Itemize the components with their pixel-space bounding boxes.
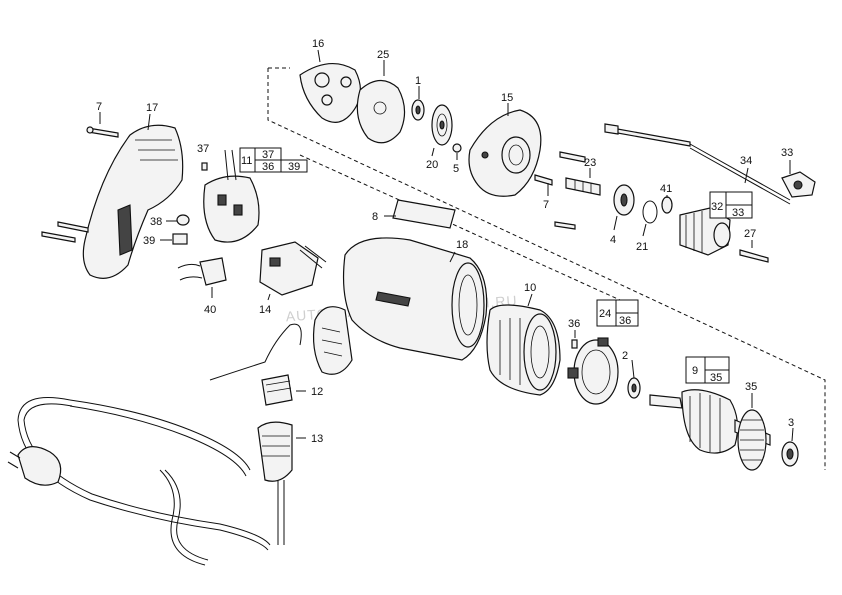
part-13-cord-sleeve bbox=[257, 421, 293, 545]
part-20-gear bbox=[431, 104, 453, 146]
label-18: 18 bbox=[456, 239, 468, 251]
box-11: 11 bbox=[241, 155, 252, 167]
part-5-ball bbox=[452, 143, 462, 153]
assembly-guide-lines bbox=[267, 67, 826, 470]
part-8-nameplate bbox=[392, 199, 456, 229]
label-25: 25 bbox=[377, 49, 389, 61]
part-34-depth-rod bbox=[604, 123, 791, 205]
label-36: 36 bbox=[568, 318, 580, 330]
label-12: 12 bbox=[311, 386, 323, 398]
brush-holder-ring bbox=[567, 337, 619, 405]
label-1: 1 bbox=[415, 75, 421, 87]
label-14: 14 bbox=[259, 304, 271, 316]
ref-box-24-36: 24 36 bbox=[596, 299, 639, 327]
label-2: 2 bbox=[622, 350, 628, 362]
label-35: 35 bbox=[745, 381, 757, 393]
label-21: 21 bbox=[636, 241, 648, 253]
label-17: 17 bbox=[146, 102, 158, 114]
box-36: 36 bbox=[262, 161, 274, 173]
box-39: 39 bbox=[288, 161, 300, 173]
box-9: 9 bbox=[692, 365, 698, 377]
part-7-screw bbox=[86, 126, 119, 138]
handle-screws bbox=[41, 221, 89, 243]
box-33: 33 bbox=[732, 207, 744, 219]
part-37-pin bbox=[201, 162, 208, 171]
part-39-clip bbox=[172, 233, 188, 245]
label-7b: 7 bbox=[543, 199, 549, 211]
label-16: 16 bbox=[312, 38, 324, 50]
power-cord bbox=[17, 397, 271, 566]
label-41: 41 bbox=[660, 183, 672, 195]
label-5: 5 bbox=[453, 163, 459, 175]
part-3-bearing bbox=[781, 441, 799, 467]
label-37: 37 bbox=[197, 143, 209, 155]
part-4-bearing bbox=[613, 184, 635, 216]
label-10: 10 bbox=[524, 282, 536, 294]
label-8: 8 bbox=[372, 211, 378, 223]
ref-box-32-33: 32 33 bbox=[709, 191, 753, 219]
label-13: 13 bbox=[311, 433, 323, 445]
part-14-switch bbox=[259, 241, 327, 296]
drill-chuck bbox=[679, 207, 731, 256]
part-2-bearing bbox=[627, 377, 641, 399]
label-39: 39 bbox=[143, 235, 155, 247]
switch-brush-assembly bbox=[203, 149, 260, 243]
part-15-gear-housing bbox=[468, 109, 542, 197]
part-38-nut bbox=[176, 214, 190, 226]
part-27-bolt bbox=[739, 249, 769, 263]
part-1-bearing bbox=[411, 99, 425, 121]
box-37: 37 bbox=[262, 149, 274, 161]
ref-box-9-35: 9 35 bbox=[685, 356, 730, 384]
part-36-pin bbox=[571, 339, 578, 349]
ref-box-37-11-36-39: 11 37 36 39 bbox=[239, 147, 308, 173]
part-18-motor-housing bbox=[312, 237, 488, 375]
label-7a: 7 bbox=[96, 101, 102, 113]
part-17-handle-half bbox=[82, 124, 184, 279]
label-34: 34 bbox=[740, 155, 752, 167]
part-12-cord-protector bbox=[209, 323, 302, 406]
label-40: 40 bbox=[204, 304, 216, 316]
label-15: 15 bbox=[501, 92, 513, 104]
power-plug bbox=[7, 446, 62, 486]
label-20: 20 bbox=[426, 159, 438, 171]
box-24: 24 bbox=[599, 308, 611, 320]
box-36b: 36 bbox=[619, 315, 631, 327]
box-32: 32 bbox=[711, 201, 723, 213]
part-33-clamp-knob bbox=[781, 171, 816, 198]
part-10-stator bbox=[486, 304, 561, 396]
label-23: 23 bbox=[584, 157, 596, 169]
part-35-fan bbox=[737, 409, 767, 471]
housing-screws bbox=[534, 151, 586, 230]
part-41-ring bbox=[661, 196, 673, 214]
label-3: 3 bbox=[788, 417, 794, 429]
part-40-capacitor bbox=[177, 257, 227, 286]
label-38: 38 bbox=[150, 216, 162, 228]
label-4: 4 bbox=[610, 234, 616, 246]
part-21-retaining-ring bbox=[642, 200, 658, 224]
part-16-cover-plate bbox=[299, 63, 361, 123]
part-23-spindle-shaft bbox=[565, 177, 601, 196]
part-25-gasket bbox=[356, 79, 406, 144]
label-33: 33 bbox=[781, 147, 793, 159]
box-35: 35 bbox=[710, 372, 722, 384]
label-27: 27 bbox=[744, 228, 756, 240]
